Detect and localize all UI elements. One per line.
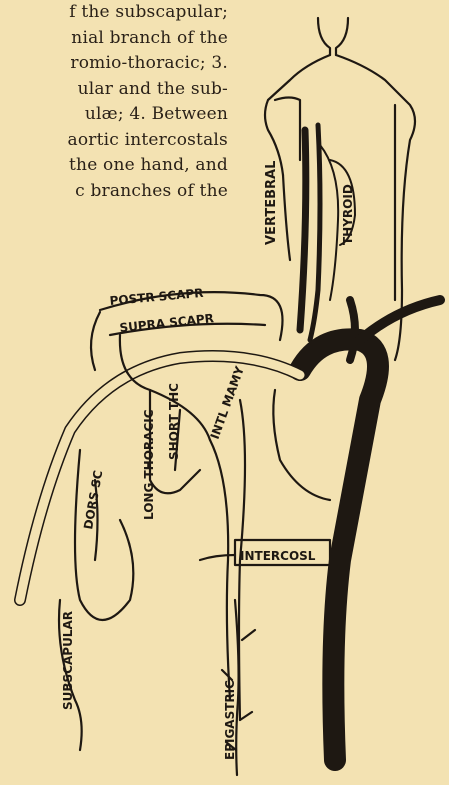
label-intercos: INTERCOSL	[240, 549, 316, 563]
cervical-vessels	[265, 18, 415, 360]
label-thyroid: THYROID	[341, 184, 355, 245]
label-dors-sc: DORS SC	[81, 469, 105, 530]
label-subscapular: SUBSCAPULAR	[61, 611, 75, 710]
label-short-th: SHORT THC	[167, 383, 181, 460]
aorta	[300, 300, 440, 760]
label-long-thoracic: LONG THORACIC	[142, 409, 156, 520]
subclavian-axillary	[20, 356, 300, 600]
label-post-scap: POSTR SCAPR	[109, 286, 204, 308]
label-supra-scap: SUPRA SCAPR	[119, 311, 215, 335]
label-vertebral: VERTEBRAL	[264, 161, 279, 245]
label-epigastric: EPIGASTRIC	[223, 680, 237, 760]
